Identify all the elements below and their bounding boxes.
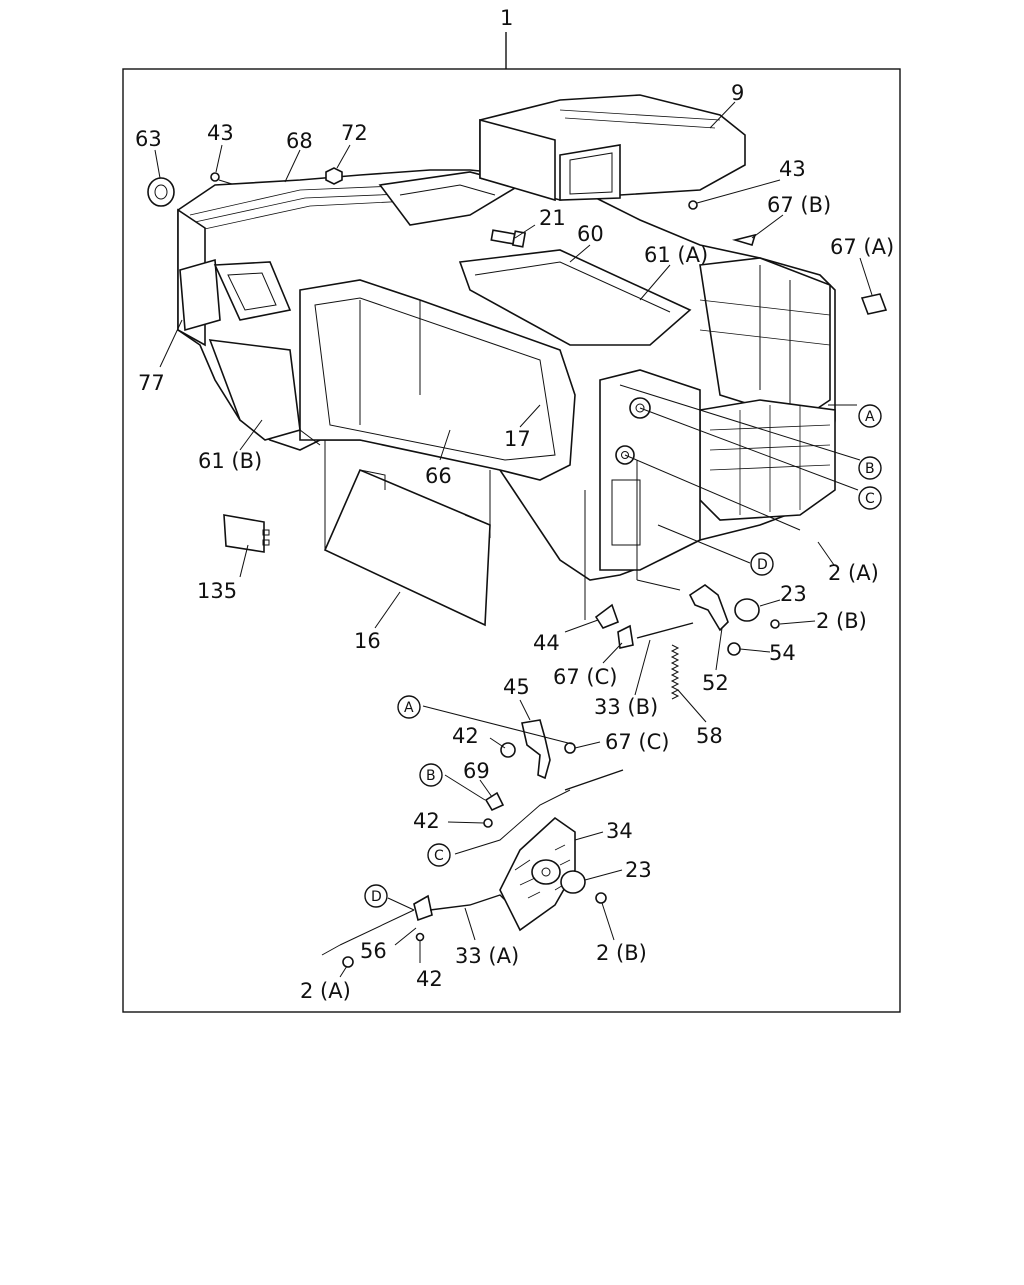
bracket-44 — [594, 603, 634, 649]
lever-52-23 — [688, 584, 780, 656]
label-2a-bottom: 2 (A) — [300, 979, 351, 1003]
marker-b-right-circle — [858, 456, 882, 480]
filter-16 — [323, 440, 491, 627]
label-54: 54 — [769, 641, 796, 665]
label-69: 69 — [463, 759, 490, 783]
marker-b-left: B — [426, 768, 436, 784]
label-72: 72 — [341, 121, 368, 145]
label-9: 9 — [731, 81, 744, 105]
reference-lines — [321, 384, 861, 956]
label-16: 16 — [354, 629, 381, 653]
diagram-frame — [122, 68, 901, 1013]
label-2b-top: 2 (B) — [816, 609, 867, 633]
label-61b: 61 (B) — [198, 449, 262, 473]
marker-d-right-circle — [750, 552, 774, 576]
label-17: 17 — [504, 427, 531, 451]
spring-58 — [670, 644, 680, 700]
clip-67a — [860, 293, 888, 315]
marker-c-left: C — [434, 848, 444, 864]
label-135: 135 — [197, 579, 237, 603]
label-42-top: 42 — [452, 724, 479, 748]
marker-d-right: D — [757, 557, 768, 573]
marker-d-left-circle — [364, 884, 388, 908]
label-61a: 61 (A) — [644, 243, 708, 267]
label-2a-top: 2 (A) — [828, 561, 879, 585]
label-42-bottom: 42 — [416, 967, 443, 991]
marker-a-left: A — [404, 700, 414, 716]
marker-c-left-circle — [427, 843, 451, 867]
label-2b-bottom: 2 (B) — [596, 941, 647, 965]
grommet-63 — [147, 177, 175, 207]
label-56: 56 — [360, 939, 387, 963]
rod-33b — [636, 622, 694, 639]
label-23-bottom: 23 — [625, 858, 652, 882]
cable-33a — [342, 894, 506, 968]
marker-a-right-circle — [858, 404, 882, 428]
duct-9 — [479, 94, 746, 202]
label-66: 66 — [425, 464, 452, 488]
screw-43-left — [210, 172, 233, 185]
label-67c-mid: 67 (C) — [605, 730, 669, 754]
label-67b: 67 (B) — [767, 193, 831, 217]
leader-lines — [154, 101, 873, 978]
label-58: 58 — [696, 724, 723, 748]
marker-c-right: C — [865, 491, 875, 507]
label-23-top: 23 — [780, 582, 807, 606]
part-labels: 9 63 43 68 72 43 67 (B) 21 60 61 (A) 67 … — [135, 81, 894, 1003]
label-45: 45 — [503, 675, 530, 699]
label-42-mid: 42 — [413, 809, 440, 833]
bolt-21 — [490, 229, 527, 248]
label-77: 77 — [138, 371, 165, 395]
label-43-right: 43 — [779, 157, 806, 181]
label-33b: 33 (B) — [594, 695, 658, 719]
clip-67b — [731, 233, 757, 246]
label-34: 34 — [606, 819, 633, 843]
label-67c-top: 67 (C) — [553, 665, 617, 689]
label-67a: 67 (A) — [830, 235, 894, 259]
dial-plate-34 — [499, 816, 607, 932]
marker-d-left: D — [371, 889, 382, 905]
reference-markers: A B C D A B C D — [364, 404, 882, 908]
clip-69 — [483, 791, 505, 828]
nut-72 — [325, 167, 343, 185]
heater-housing — [177, 169, 836, 581]
label-52: 52 — [702, 671, 729, 695]
label-33a: 33 (A) — [455, 944, 519, 968]
label-43-left: 43 — [207, 121, 234, 145]
label-68: 68 — [286, 129, 313, 153]
label-60: 60 — [577, 222, 604, 246]
assembly-number: 1 — [500, 6, 513, 30]
screw-43-right — [688, 200, 698, 210]
marker-a-right: A — [865, 409, 875, 425]
label-63: 63 — [135, 127, 162, 151]
label-44: 44 — [533, 631, 560, 655]
marker-b-right: B — [865, 461, 875, 477]
label-21: 21 — [539, 206, 566, 230]
marker-c-right-circle — [858, 486, 882, 510]
bracket-135 — [223, 514, 270, 553]
marker-b-left-circle — [419, 763, 443, 787]
marker-a-left-circle — [397, 695, 421, 719]
